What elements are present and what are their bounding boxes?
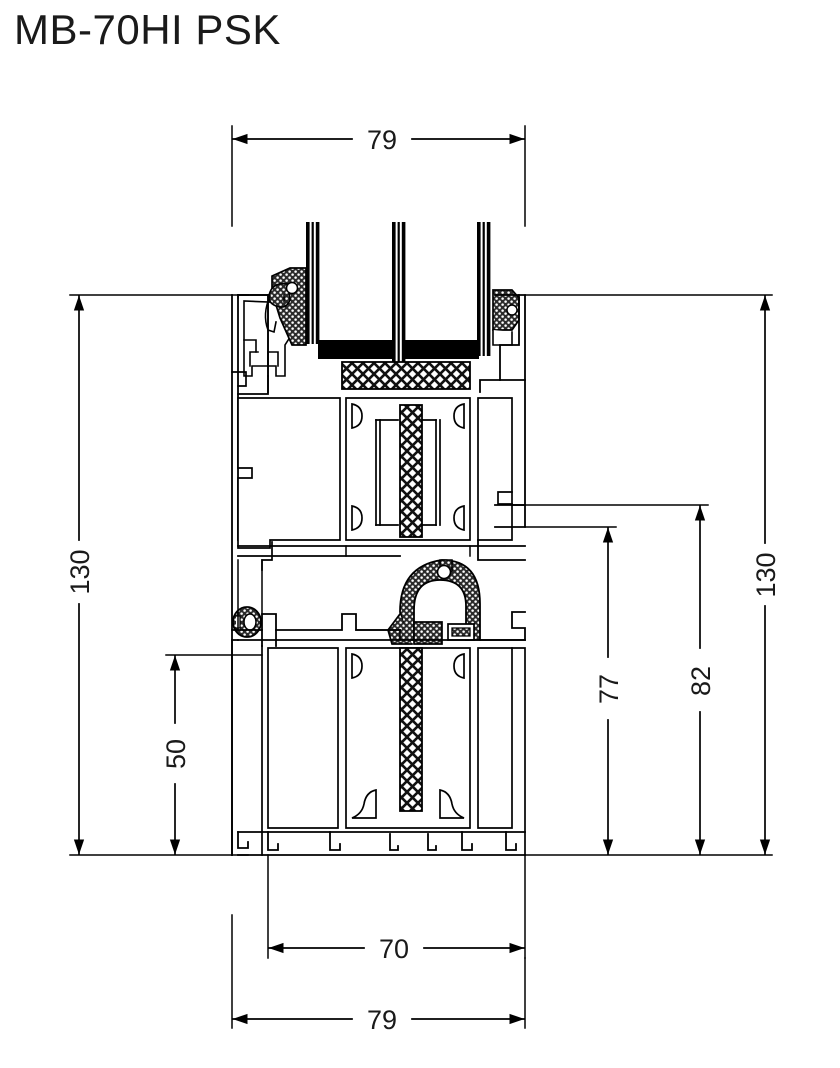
glazing-gasket-inner-right [492,289,520,346]
dimension-extension-lines [69,125,773,1029]
bottom-rail [237,831,526,856]
glass-pane-middle [392,222,406,362]
left-round-gasket [232,606,262,638]
thermal-break-upper [399,404,423,538]
frame-left-chamber-lower [231,639,339,856]
center-arch-gasket [387,559,481,645]
dimension-label-bottom-79: 79 [367,1005,397,1035]
dimension-label-right-82: 82 [686,666,716,696]
glazing-sealant-block [341,361,471,390]
profile-detail-lines [237,294,471,641]
dimension-label-top-79: 79 [367,125,397,155]
dimension-label-left-50: 50 [161,739,191,769]
glazing-gasket-outer-left [264,267,307,346]
dimension-label-left-130: 130 [65,549,95,594]
glass-pane-inner [477,222,491,356]
glazing-spacer-right [404,340,479,359]
dimension-label-right-130: 130 [751,552,781,597]
thermal-break-lower [399,647,423,812]
glass-pane-outer [306,222,320,344]
glazing-unit [306,222,491,390]
glazing-spacer-left [318,340,394,359]
lower-frame-ledge [231,611,526,647]
sash-frame-junction [237,504,526,561]
sash-left-chamber-upper [237,397,341,571]
sash-right-chamber-upper [477,397,513,541]
frame-right-chamber-lower [477,647,526,856]
page-title: MB-70HI PSK [14,6,281,53]
dimension-label-bottom-70: 70 [379,934,409,964]
dimension-label-right-77: 77 [594,674,624,704]
